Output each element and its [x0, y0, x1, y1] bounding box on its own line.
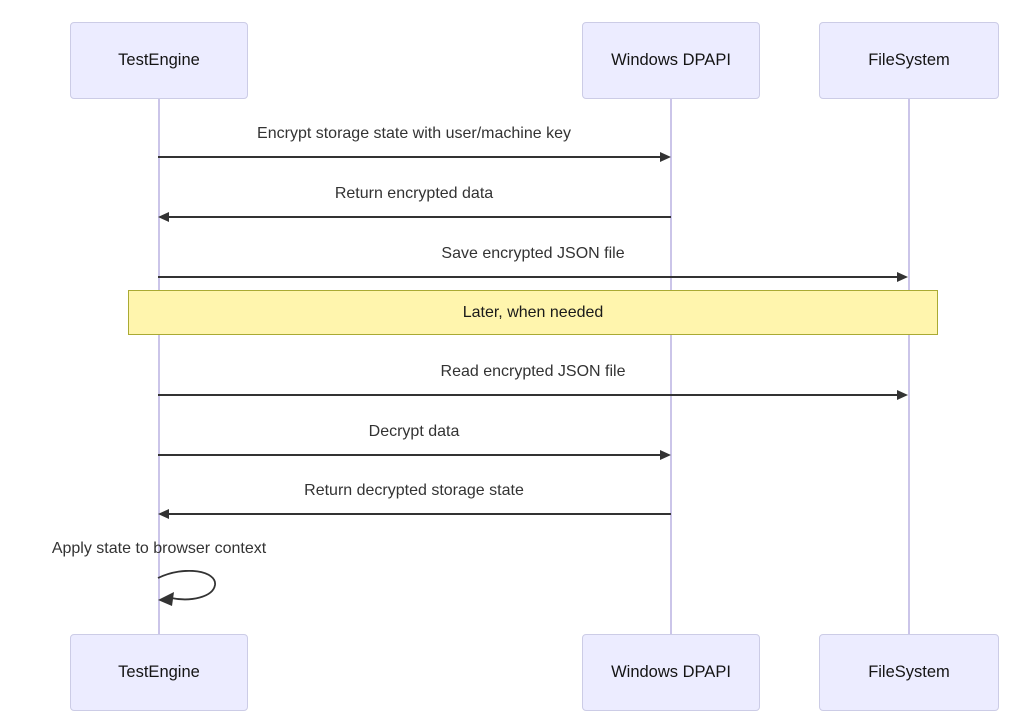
message-arrow-line: [169, 216, 671, 218]
arrowhead-right-icon: [897, 390, 908, 400]
message-label: Return encrypted data: [334, 185, 494, 202]
actor-filesystem-bottom: FileSystem: [819, 634, 999, 711]
self-loop-arrow-icon: [157, 570, 216, 606]
message-arrow-line: [169, 513, 671, 515]
actor-windows-dpapi-top: Windows DPAPI: [582, 22, 760, 99]
message-arrow-line: [158, 156, 660, 158]
lifeline-filesystem: [908, 99, 910, 634]
arrowhead-left-icon: [158, 212, 169, 222]
lifeline-testengine: [158, 99, 160, 634]
actor-label: Windows DPAPI: [611, 663, 731, 681]
actor-label: FileSystem: [868, 663, 950, 681]
message-arrow-line: [158, 454, 660, 456]
message-arrow-line: [158, 394, 897, 396]
arrowhead-right-icon: [660, 152, 671, 162]
message-label: Read encrypted JSON file: [440, 363, 626, 380]
note-label: Later, when needed: [462, 303, 604, 321]
message-label: Apply state to browser context: [51, 540, 267, 557]
actor-label: TestEngine: [118, 51, 200, 69]
message-arrow-line: [158, 276, 897, 278]
actor-label: FileSystem: [868, 51, 950, 69]
arrowhead-right-icon: [897, 272, 908, 282]
note-band: Later, when needed: [128, 290, 938, 335]
actor-filesystem-top: FileSystem: [819, 22, 999, 99]
actor-label: Windows DPAPI: [611, 51, 731, 69]
message-label: Encrypt storage state with user/machine …: [257, 125, 571, 142]
actor-windows-dpapi-bottom: Windows DPAPI: [582, 634, 760, 711]
arrowhead-left-icon: [158, 509, 169, 519]
message-label: Save encrypted JSON file: [441, 245, 625, 262]
message-label: Decrypt data: [368, 423, 460, 440]
arrowhead-right-icon: [660, 450, 671, 460]
actor-label: TestEngine: [118, 663, 200, 681]
message-label: Return decrypted storage state: [304, 482, 524, 499]
actor-testengine-top: TestEngine: [70, 22, 248, 99]
lifeline-windows-dpapi: [670, 99, 672, 634]
actor-testengine-bottom: TestEngine: [70, 634, 248, 711]
